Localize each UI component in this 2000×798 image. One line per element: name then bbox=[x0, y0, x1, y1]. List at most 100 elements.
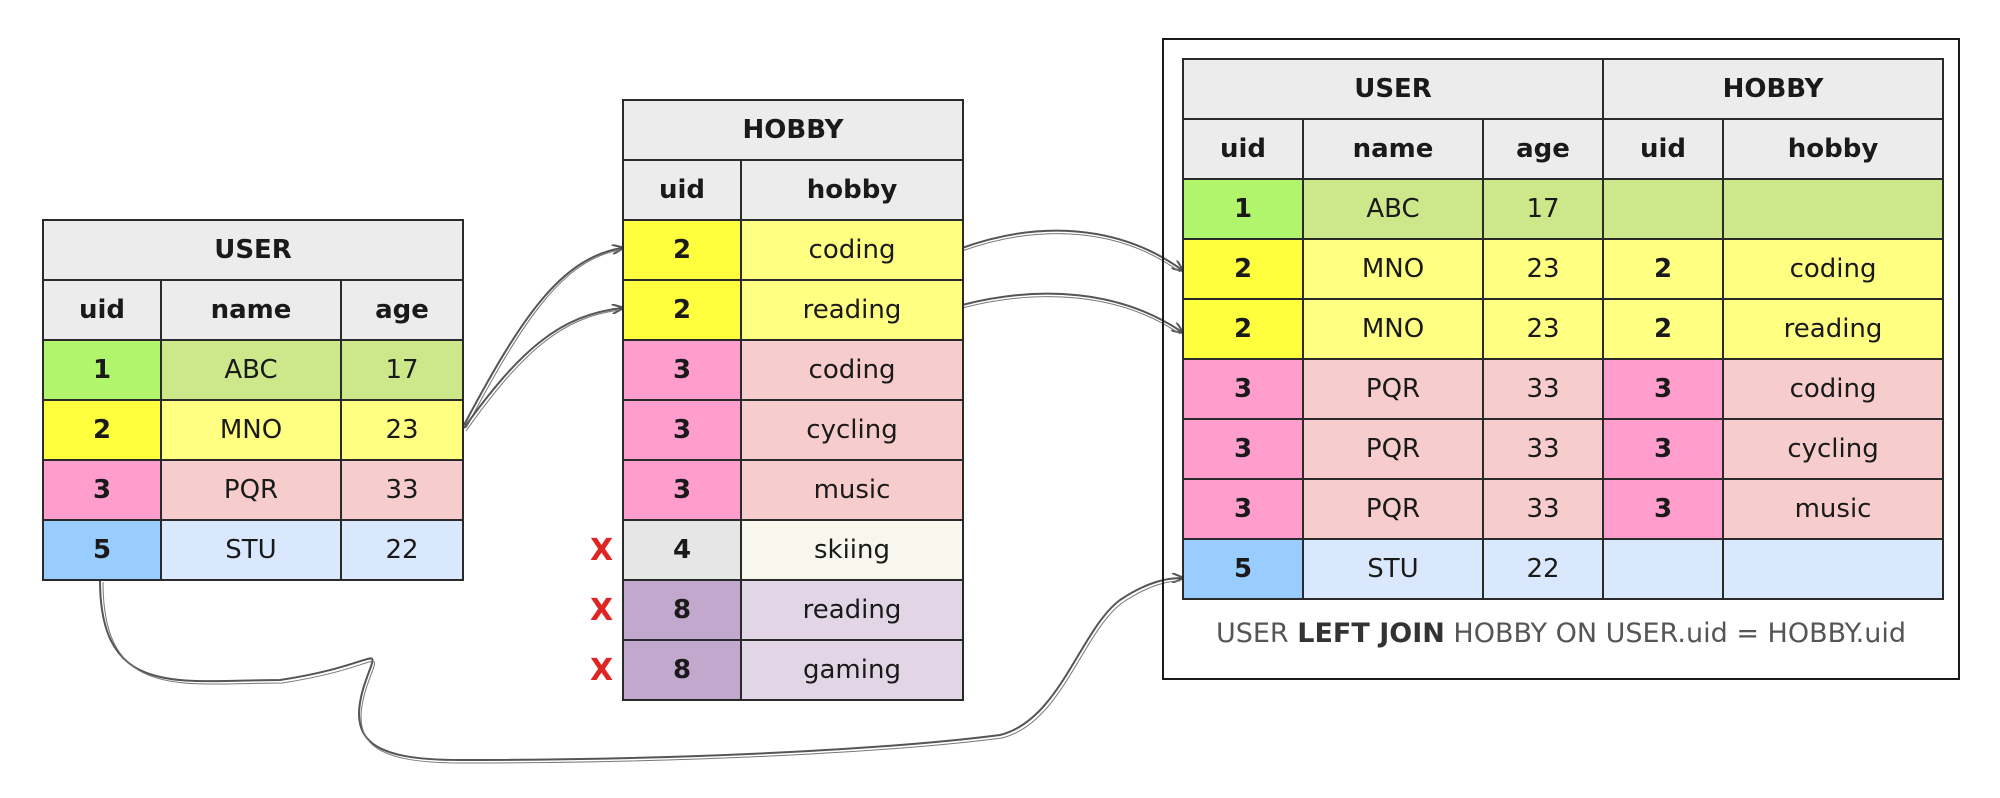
result-name-cell: PQR bbox=[1302, 478, 1484, 540]
table-row: 1 ABC 17 bbox=[42, 339, 465, 401]
result-group-user: USER bbox=[1181, 58, 1605, 120]
result-hobby-uid-cell bbox=[1602, 538, 1725, 600]
hobby-name-cell: coding bbox=[740, 219, 964, 281]
result-hobby-cell: coding bbox=[1722, 358, 1945, 420]
result-frame bbox=[1162, 38, 1960, 680]
result-hobby-uid-cell: 3 bbox=[1602, 358, 1725, 420]
user-table: USER uid name age 1 ABC 17 2 MNO 23 3 PQ… bbox=[41, 219, 465, 581]
result-age-cell: 22 bbox=[1481, 538, 1605, 600]
table-row: 3 cycling bbox=[622, 399, 964, 461]
result-age-cell: 23 bbox=[1481, 298, 1605, 360]
join-caption: USER LEFT JOIN HOBBY ON USER.uid = HOBBY… bbox=[1162, 618, 1960, 649]
table-row: 3 PQR 33 3 cycling bbox=[1182, 418, 1945, 480]
arrow-hobby-coding-to-result bbox=[961, 229, 1182, 270]
hobby-table-title: HOBBY bbox=[622, 99, 964, 161]
result-hobby-uid-cell: 2 bbox=[1602, 238, 1725, 300]
hobby-name-cell: skiing bbox=[740, 519, 964, 581]
user-header-name: name bbox=[160, 279, 342, 341]
arrow-user2-to-hobby-reading-sketch bbox=[465, 309, 621, 432]
result-group-hobby: HOBBY bbox=[1602, 58, 1945, 120]
table-row: 8 reading bbox=[622, 579, 964, 641]
table-row: 1 ABC 17 bbox=[1182, 178, 1945, 240]
arrow-user2-to-hobby-coding bbox=[463, 248, 622, 426]
table-row: 2 MNO 23 bbox=[42, 399, 465, 461]
hobby-uid-cell: 8 bbox=[622, 639, 742, 701]
result-hobby-cell: coding bbox=[1722, 238, 1945, 300]
hobby-uid-cell: 3 bbox=[622, 399, 742, 461]
table-row: 2 reading bbox=[622, 279, 964, 341]
hobby-uid-cell: 8 bbox=[622, 579, 742, 641]
table-row: 3 PQR 33 3 music bbox=[1182, 478, 1945, 540]
result-header-uid: uid bbox=[1182, 118, 1304, 180]
hobby-uid-cell: 2 bbox=[622, 279, 742, 341]
result-uid-cell: 3 bbox=[1182, 358, 1304, 420]
result-header-hobby: hobby bbox=[1722, 118, 1945, 180]
result-uid-cell: 5 bbox=[1182, 538, 1304, 600]
table-row: 4 skiing bbox=[622, 519, 964, 581]
result-age-cell: 33 bbox=[1481, 418, 1605, 480]
user-age-cell: 23 bbox=[339, 399, 465, 461]
user-age-cell: 22 bbox=[339, 519, 465, 581]
result-uid-cell: 3 bbox=[1182, 418, 1304, 480]
result-header-name: name bbox=[1302, 118, 1484, 180]
table-row: 3 music bbox=[622, 459, 964, 521]
result-age-cell: 33 bbox=[1481, 358, 1605, 420]
result-age-cell: 17 bbox=[1481, 178, 1605, 240]
user-name-cell: STU bbox=[160, 519, 342, 581]
hobby-name-cell: coding bbox=[740, 339, 964, 401]
table-row: 2 MNO 23 2 coding bbox=[1182, 238, 1945, 300]
result-uid-cell: 2 bbox=[1182, 298, 1304, 360]
hobby-uid-cell: 4 bbox=[622, 519, 742, 581]
hobby-table: HOBBY uid hobby 2 coding 2 reading 3 cod… bbox=[622, 99, 964, 701]
hobby-name-cell: cycling bbox=[740, 399, 964, 461]
result-hobby-cell bbox=[1722, 178, 1945, 240]
result-hobby-cell: cycling bbox=[1722, 418, 1945, 480]
caption-join-keyword: LEFT JOIN bbox=[1297, 618, 1445, 649]
hobby-name-cell: reading bbox=[740, 579, 964, 641]
unmatched-mark: X bbox=[590, 653, 614, 688]
unmatched-mark: X bbox=[590, 593, 614, 628]
result-hobby-cell: music bbox=[1722, 478, 1945, 540]
table-row: 3 coding bbox=[622, 339, 964, 401]
arrow-hobby-reading-to-result-sketch bbox=[961, 296, 1181, 335]
result-name-cell: PQR bbox=[1302, 358, 1484, 420]
user-header-uid: uid bbox=[42, 279, 162, 341]
user-name-cell: MNO bbox=[160, 399, 342, 461]
unmatched-mark: X bbox=[590, 533, 614, 568]
caption-post: HOBBY ON USER.uid = HOBBY.uid bbox=[1444, 618, 1907, 649]
hobby-uid-cell: 3 bbox=[622, 459, 742, 521]
hobby-name-cell: reading bbox=[740, 279, 964, 341]
user-uid-cell: 5 bbox=[42, 519, 162, 581]
result-header-age: age bbox=[1481, 118, 1605, 180]
table-row: 2 MNO 23 2 reading bbox=[1182, 298, 1945, 360]
arrow-user5-to-result-sketch bbox=[102, 580, 1181, 764]
user-uid-cell: 2 bbox=[42, 399, 162, 461]
result-name-cell: ABC bbox=[1302, 178, 1484, 240]
user-age-cell: 17 bbox=[339, 339, 465, 401]
result-uid-cell: 2 bbox=[1182, 238, 1304, 300]
result-hobby-uid-cell bbox=[1602, 178, 1725, 240]
result-name-cell: STU bbox=[1302, 538, 1484, 600]
result-table: USER HOBBY uid name age uid hobby 1 ABC … bbox=[1181, 58, 1945, 600]
user-table-title: USER bbox=[41, 219, 465, 281]
result-uid-cell: 1 bbox=[1182, 178, 1304, 240]
user-name-cell: PQR bbox=[160, 459, 342, 521]
arrow-hobby-reading-to-result bbox=[961, 292, 1182, 332]
hobby-uid-cell: 3 bbox=[622, 339, 742, 401]
caption-pre: USER bbox=[1215, 618, 1298, 649]
arrow-user5-to-result bbox=[99, 578, 1182, 762]
result-name-cell: PQR bbox=[1302, 418, 1484, 480]
hobby-name-cell: gaming bbox=[740, 639, 964, 701]
arrow-user2-to-hobby-reading bbox=[463, 308, 622, 429]
user-uid-cell: 3 bbox=[42, 459, 162, 521]
user-name-cell: ABC bbox=[160, 339, 342, 401]
result-name-cell: MNO bbox=[1302, 298, 1484, 360]
arrow-hobby-coding-to-result-sketch bbox=[961, 233, 1181, 273]
table-row: 8 gaming bbox=[622, 639, 964, 701]
result-hobby-cell: reading bbox=[1722, 298, 1945, 360]
hobby-uid-cell: 2 bbox=[622, 219, 742, 281]
result-hobby-cell bbox=[1722, 538, 1945, 600]
hobby-header-hobby: hobby bbox=[740, 159, 964, 221]
user-age-cell: 33 bbox=[339, 459, 465, 521]
user-header-age: age bbox=[339, 279, 465, 341]
